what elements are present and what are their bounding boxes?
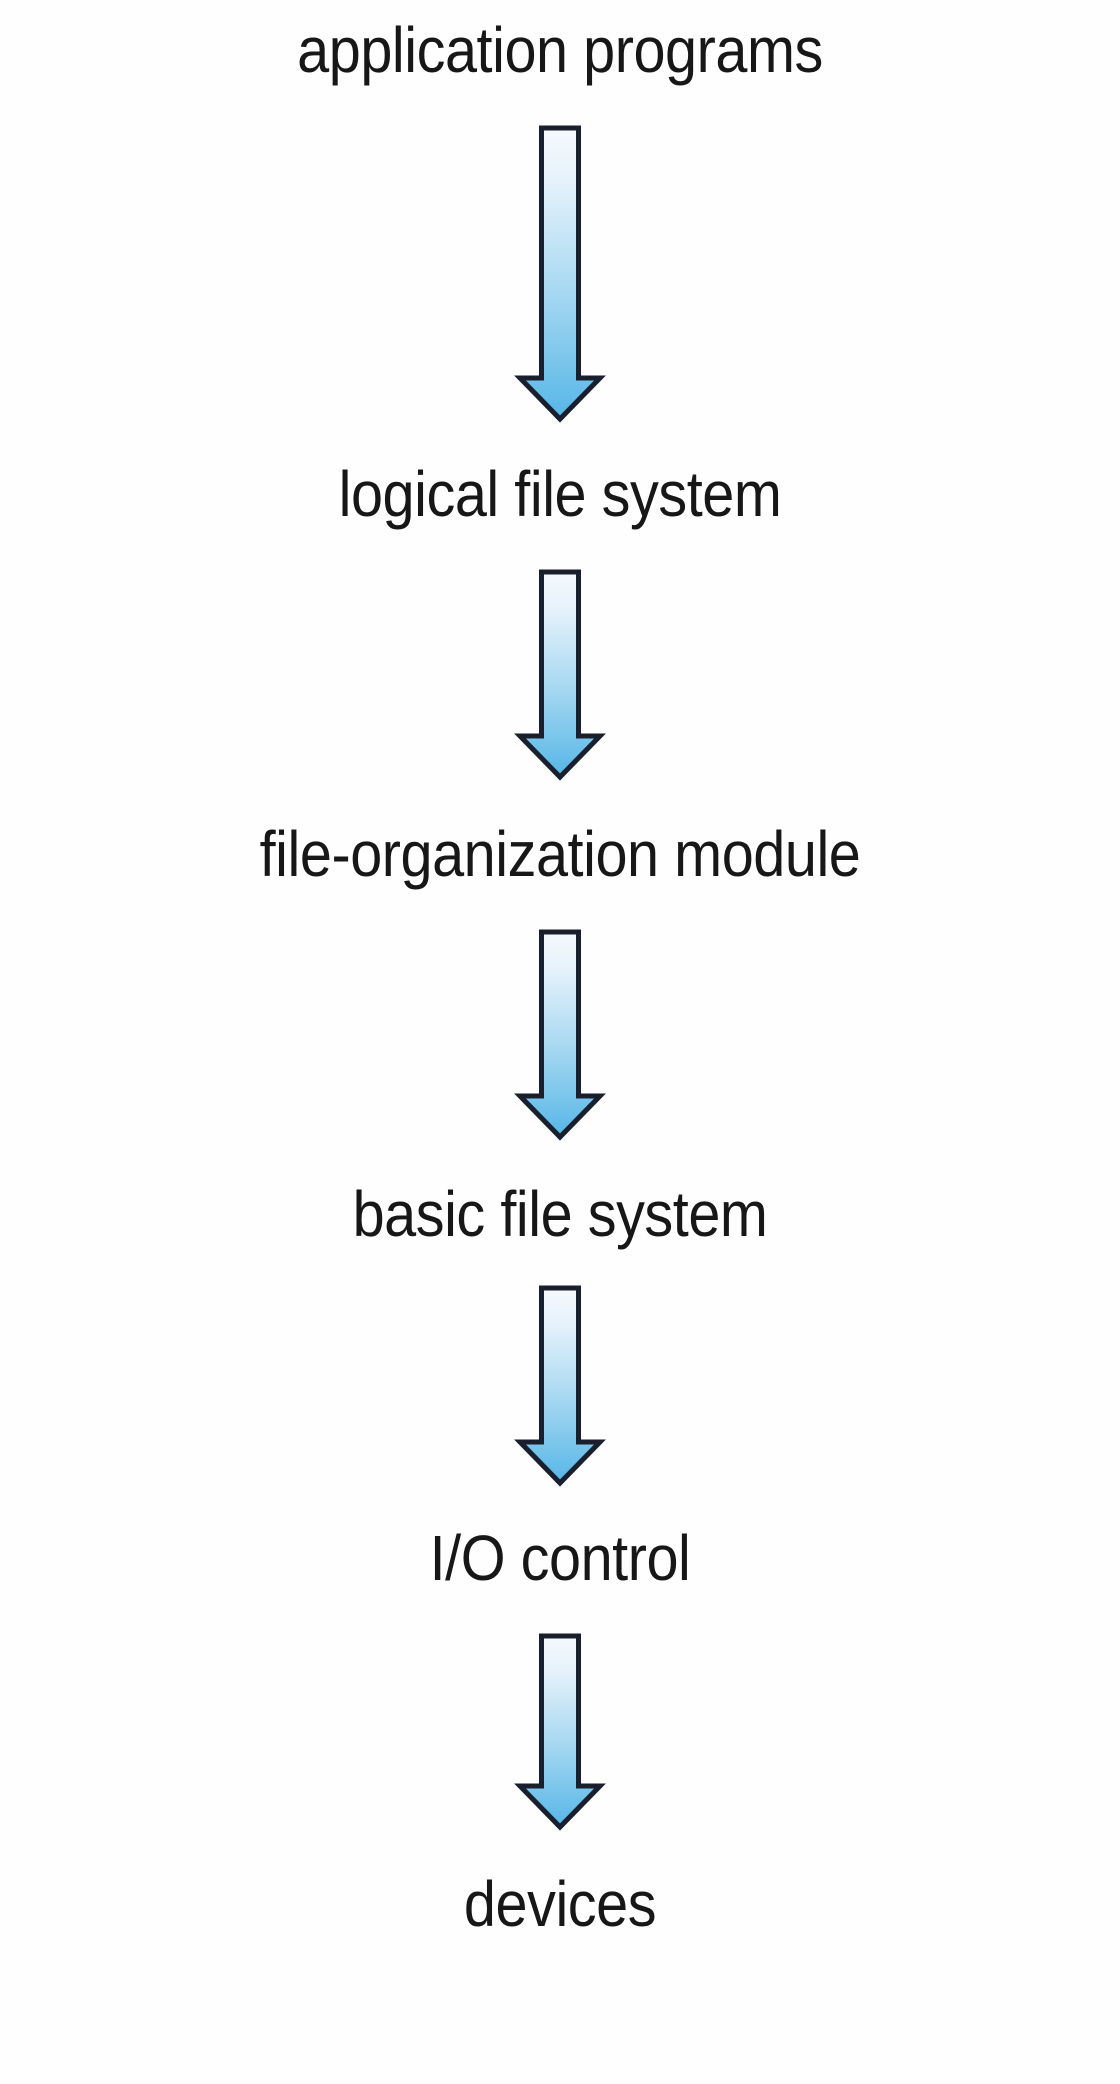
arrow-iocontrol-to-devices bbox=[0, 1633, 1120, 1831]
arrow-basic-to-iocontrol bbox=[0, 1285, 1120, 1487]
layer-label-application-programs: application programs bbox=[297, 14, 823, 86]
arrow-applications-to-logical bbox=[0, 125, 1120, 423]
layer-label-logical-file-system: logical file system bbox=[338, 458, 782, 530]
arrow-logical-to-fileorg bbox=[0, 569, 1120, 781]
arrow-fileorg-to-basic bbox=[0, 929, 1120, 1141]
layer-label-io-control: I/O control bbox=[429, 1522, 691, 1594]
layer-label-file-organization-module: file-organization module bbox=[259, 818, 861, 890]
layer-label-devices: devices bbox=[463, 1868, 657, 1940]
layer-label-basic-file-system: basic file system bbox=[352, 1178, 768, 1250]
